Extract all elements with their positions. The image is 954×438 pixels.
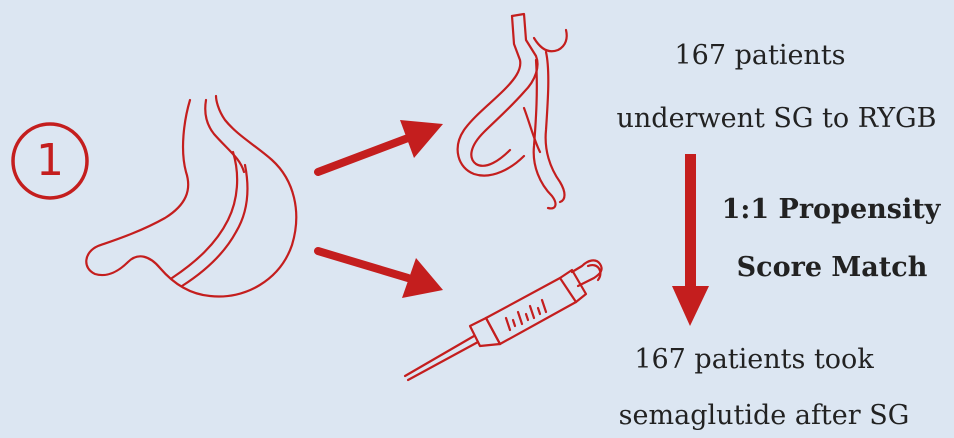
top-group-line1: 167 patients (660, 40, 860, 71)
arrow-to-syringe (318, 251, 443, 298)
syringe-icon (405, 260, 602, 380)
arrow-down-icon (672, 154, 709, 326)
arrow-to-bypass (318, 120, 443, 172)
stomach-icon (86, 96, 296, 297)
bottom-group-line1: 167 patients took (614, 344, 894, 375)
rygb-bypass-icon (458, 14, 567, 208)
bottom-group-line2: semaglutide after SG (594, 400, 934, 431)
match-line2: Score Match (734, 252, 930, 283)
match-line1: 1:1 Propensity (714, 194, 948, 225)
top-group-line2: underwent SG to RYGB (604, 103, 949, 134)
step-number: 1 (12, 123, 88, 199)
